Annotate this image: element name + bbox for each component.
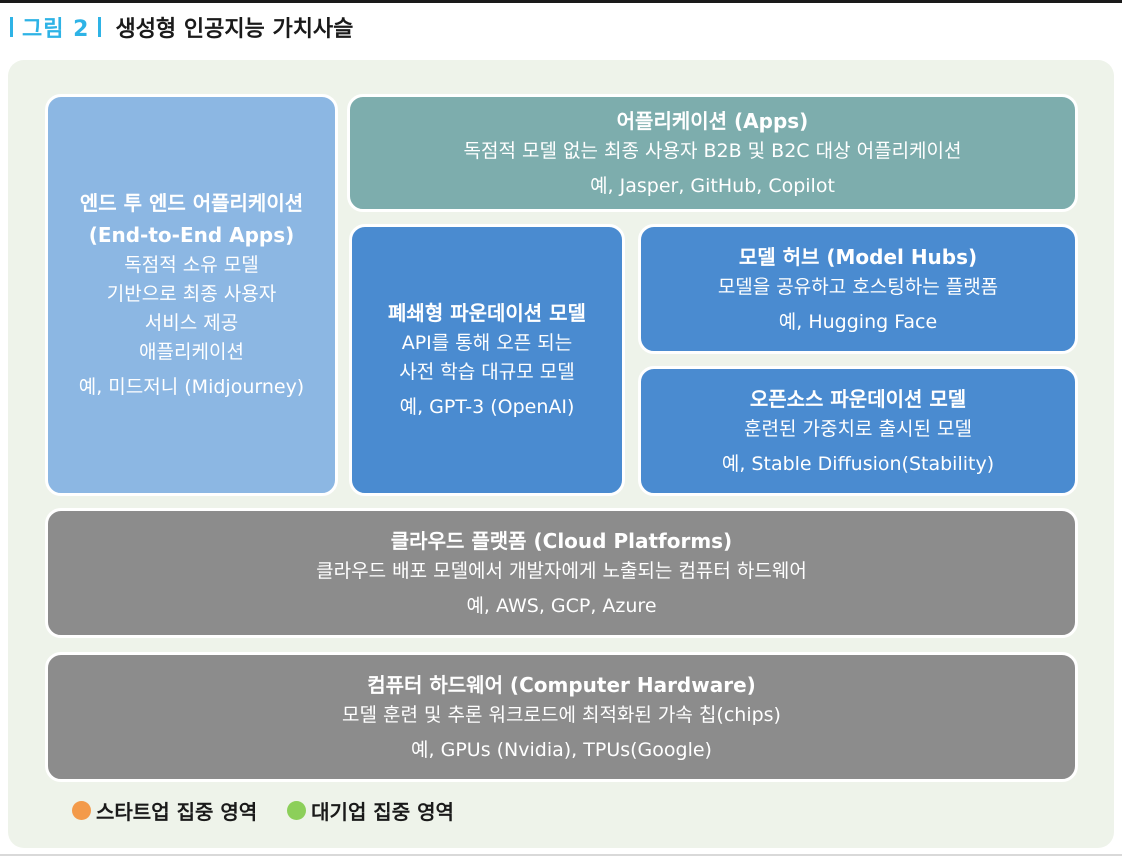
model-hubs-box: 모델 허브 (Model Hubs) 모델을 공유하고 호스팅하는 플랫폼 예,… <box>638 224 1078 354</box>
closed-foundation-models-example: 예, GPT-3 (OpenAI) <box>399 396 575 418</box>
end-to-end-apps-example: 예, 미드저니 (Midjourney) <box>78 376 305 398</box>
open-source-foundation-models-box: 오픈소스 파운데이션 모델 훈련된 가중치로 출시된 모델 예, Stable … <box>638 366 1078 496</box>
bottom-rule <box>0 854 1122 856</box>
end-to-end-apps-desc-line: 독점적 소유 모델 <box>124 254 259 276</box>
legend-label-startup: 스타트업 집중 영역 <box>96 800 258 824</box>
closed-foundation-models-desc-line: 사전 학습 대규모 모델 <box>399 361 575 383</box>
cloud-platforms-example: 예, AWS, GCP, Azure <box>466 594 657 617</box>
end-to-end-apps-title: 엔드 투 엔드 어플리케이션 <box>79 191 304 215</box>
apps-desc: 독점적 모델 없는 최종 사용자 B2B 및 B2C 대상 어플리케이션 <box>463 139 962 162</box>
end-to-end-apps-desc-line: 애플리케이션 <box>139 341 244 363</box>
open-source-foundation-models-title: 오픈소스 파운데이션 모델 <box>749 386 967 411</box>
apps-example: 예, Jasper, GitHub, Copilot <box>590 174 835 197</box>
legend-item-startup: 스타트업 집중 영역 <box>72 796 257 825</box>
closed-foundation-models-title: 폐쇄형 파운데이션 모델 <box>388 301 586 325</box>
legend-item-enterprise: 대기업 집중 영역 <box>287 796 454 825</box>
end-to-end-apps-subtitle: (End-to-End Apps) <box>88 223 295 247</box>
figure-header: 그림 2 생성형 인공지능 가치사슬 <box>10 12 353 42</box>
open-source-foundation-models-desc: 훈련된 가중치로 출시된 모델 <box>744 417 972 440</box>
figure-title: 생성형 인공지능 가치사슬 <box>115 17 354 42</box>
orange-dot-icon <box>72 801 91 820</box>
figure-label-bar-right <box>98 17 102 37</box>
green-dot-icon <box>287 801 307 820</box>
computer-hardware-title: 컴퓨터 하드웨어 (Computer Hardware) <box>367 672 756 697</box>
end-to-end-apps-desc-line: 서비스 제공 <box>144 312 239 334</box>
cloud-platforms-box: 클라우드 플랫폼 (Cloud Platforms) 클라우드 배포 모델에서 … <box>45 508 1078 638</box>
computer-hardware-example: 예, GPUs (Nvidia), TPUs(Google) <box>411 738 712 761</box>
model-hubs-example: 예, Hugging Face <box>778 310 938 333</box>
model-hubs-title: 모델 허브 (Model Hubs) <box>738 244 978 269</box>
figure-label-bar-left <box>10 17 13 37</box>
end-to-end-apps-box: 엔드 투 엔드 어플리케이션 (End-to-End Apps) 독점적 소유 … <box>45 94 338 496</box>
model-hubs-desc: 모델을 공유하고 호스팅하는 플랫폼 <box>717 275 999 298</box>
closed-foundation-models-box: 폐쇄형 파운데이션 모델 API를 통해 오픈 되는 사전 학습 대규모 모델 … <box>349 224 625 496</box>
figure-label: 그림 2 <box>22 17 90 42</box>
legend: 스타트업 집중 영역 대기업 집중 영역 <box>72 796 484 825</box>
apps-box: 어플리케이션 (Apps) 독점적 모델 없는 최종 사용자 B2B 및 B2C… <box>347 94 1078 212</box>
computer-hardware-box: 컴퓨터 하드웨어 (Computer Hardware) 모델 훈련 및 추론 … <box>45 652 1078 782</box>
open-source-foundation-models-example: 예, Stable Diffusion(Stability) <box>721 452 995 475</box>
cloud-platforms-title: 클라우드 플랫폼 (Cloud Platforms) <box>390 528 733 553</box>
top-rule <box>0 0 1122 3</box>
legend-label-enterprise: 대기업 집중 영역 <box>311 800 454 824</box>
end-to-end-apps-desc-line: 기반으로 최종 사용자 <box>106 283 277 305</box>
apps-title: 어플리케이션 (Apps) <box>616 108 809 133</box>
cloud-platforms-desc: 클라우드 배포 모델에서 개발자에게 노출되는 컴퓨터 하드웨어 <box>316 559 807 582</box>
closed-foundation-models-desc-line: API를 통해 오픈 되는 <box>401 332 573 354</box>
computer-hardware-desc: 모델 훈련 및 추론 워크로드에 최적화된 가속 칩(chips) <box>342 703 781 726</box>
